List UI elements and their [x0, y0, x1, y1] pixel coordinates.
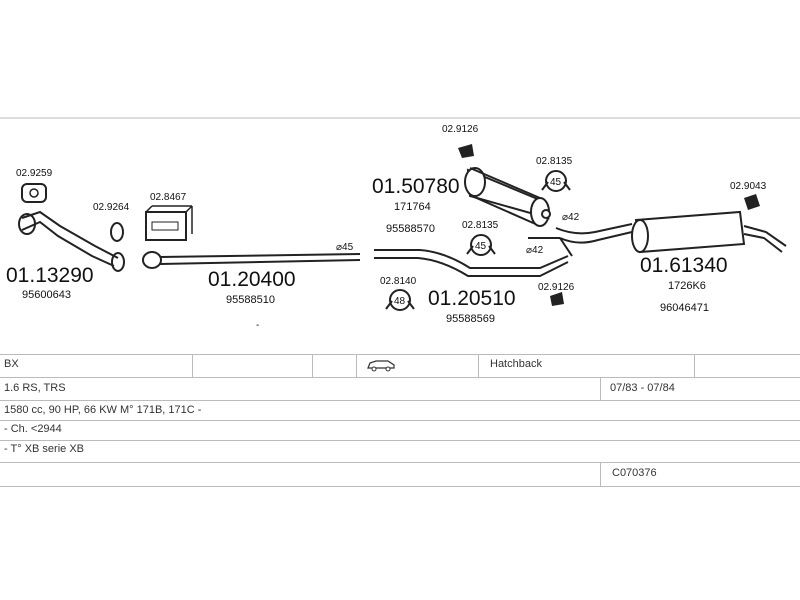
rear-intermediate-pipe-drawing: [374, 237, 573, 277]
part-number: 02.9259: [16, 168, 53, 179]
part-number: 1726K6: [668, 280, 706, 292]
mounting-kit-icon: [145, 205, 193, 241]
part-number: 01.20400: [208, 268, 296, 291]
rubber-hanger-icon: [744, 194, 760, 210]
part-number: 171764: [394, 201, 431, 213]
body-type: Hatchback: [490, 358, 542, 370]
front-pipe-drawing: [18, 210, 125, 272]
part-number: 01.61340: [640, 254, 728, 277]
model-label: BX: [4, 358, 19, 370]
rubber-hanger-icon: [458, 144, 474, 158]
part-number: 01.20510: [428, 287, 516, 310]
diameter-label: ⌀42: [526, 245, 544, 256]
part-number: 95588569: [446, 313, 495, 325]
ring-gasket-icon: [110, 222, 124, 242]
rubber-hanger-icon: [550, 292, 564, 306]
clamp-icon: [466, 234, 496, 256]
part-number: 95588510: [226, 294, 275, 306]
part-number: 01.50780: [372, 175, 460, 198]
front-silencer-drawing: [464, 167, 551, 227]
production-dates: 07/83 - 07/84: [610, 382, 675, 394]
clamp-size: 45: [550, 177, 562, 188]
part-number: 02.9126: [442, 124, 479, 135]
gasket-icon: [21, 183, 47, 203]
clamp-size: 48: [394, 296, 406, 307]
part-number: 96046471: [660, 302, 709, 314]
engine-spec: 1580 cc, 90 HP, 66 KW M° 171B, 171C -: [4, 404, 202, 416]
clamp-icon: [541, 170, 571, 192]
diameter-label: ⌀45: [336, 242, 354, 253]
note-chassis: - Ch. <2944: [4, 423, 62, 435]
catalog-code: C070376: [612, 467, 657, 479]
part-number: 02.9043: [730, 181, 767, 192]
clamp-icon: [385, 289, 415, 311]
part-number: 95588570: [386, 223, 435, 235]
version-label: 1.6 RS, TRS: [4, 382, 66, 394]
middle-pipe-drawing: [142, 251, 361, 269]
part-number: 01.13290: [6, 264, 94, 287]
part-number: 02.8467: [150, 192, 187, 203]
clamp-size: 45: [475, 241, 487, 252]
rear-silencer-drawing: [555, 210, 787, 254]
part-number: 02.9264: [93, 202, 130, 213]
part-number: 02.8140: [380, 276, 417, 287]
part-number: 95600643: [22, 289, 71, 301]
diameter-label: ⌀42: [562, 212, 580, 223]
part-number: 02.8135: [462, 220, 499, 231]
part-number: 02.8135: [536, 156, 573, 167]
tick-mark: -: [256, 320, 259, 331]
car-icon: [366, 358, 396, 375]
part-number: 02.9126: [538, 282, 575, 293]
note-serie: - T° XB serie XB: [4, 443, 84, 455]
